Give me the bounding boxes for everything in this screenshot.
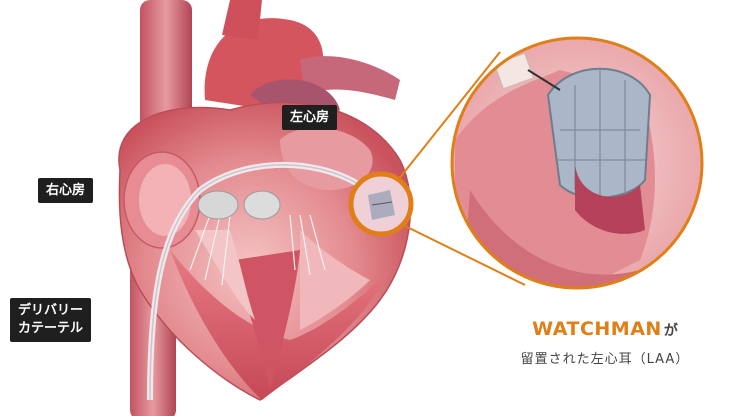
right-atrium-label: 右心房 xyxy=(38,178,93,203)
catheter-label-line1: デリバリー xyxy=(18,302,83,320)
laa-target-circle xyxy=(351,174,411,234)
left-atrium-label: 左心房 xyxy=(282,105,337,130)
catheter-label-line2: カテーテル xyxy=(18,320,83,338)
zoom-detail xyxy=(452,38,702,330)
caption-subtitle: 留置された左心耳（LAA） xyxy=(490,348,720,367)
brand-suffix: が xyxy=(664,323,678,339)
brand-name: WATCHMAN xyxy=(532,318,662,340)
delivery-catheter-label: デリバリー カテーテル xyxy=(10,298,91,342)
